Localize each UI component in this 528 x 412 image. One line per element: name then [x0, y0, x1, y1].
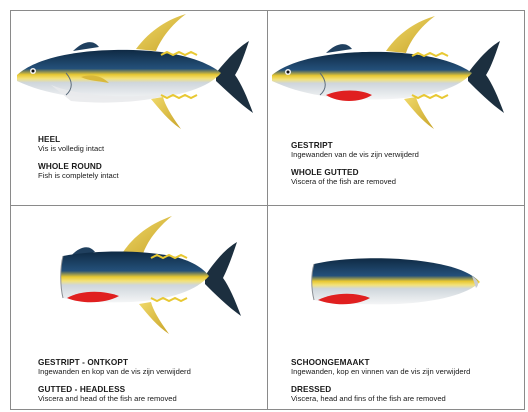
gutted-headless-tuna-illustration — [11, 206, 267, 336]
description-english: Viscera and head of the fish are removed — [38, 394, 267, 403]
title-english: GUTTED - HEADLESS — [38, 385, 267, 394]
fish-cut-grid: HEEL Vis is volledig intact WHOLE ROUND … — [10, 10, 525, 410]
title-english: WHOLE GUTTED — [291, 168, 523, 177]
panel-whole-gutted: GESTRIPT Ingewanden van de vis zijn verw… — [268, 11, 524, 205]
caption: GESTRIPT - ONTKOPT Ingewanden en kop van… — [38, 358, 267, 409]
title-english: WHOLE ROUND — [38, 162, 267, 171]
whole-tuna-illustration — [11, 11, 267, 136]
title-english: DRESSED — [291, 385, 523, 394]
description-dutch: Ingewanden en kop van de vis zijn verwij… — [38, 367, 267, 376]
title-dutch: GESTRIPT - ONTKOPT — [38, 358, 267, 367]
title-dutch: HEEL — [38, 135, 267, 144]
panel-whole-round: HEEL Vis is volledig intact WHOLE ROUND … — [11, 11, 267, 205]
description-dutch: Ingewanden van de vis zijn verwijderd — [291, 150, 523, 159]
dressed-tuna-loin-illustration — [268, 206, 524, 336]
description-english: Fish is completely intact — [38, 171, 267, 180]
description-english: Viscera, head and fins of the fish are r… — [291, 394, 523, 403]
title-dutch: SCHOONGEMAAKT — [291, 358, 523, 367]
gutted-tuna-illustration — [268, 11, 524, 136]
description-english: Viscera of the fish are removed — [291, 177, 523, 186]
description-dutch: Vis is volledig intact — [38, 144, 267, 153]
title-dutch: GESTRIPT — [291, 141, 523, 150]
panel-gutted-headless: GESTRIPT - ONTKOPT Ingewanden en kop van… — [11, 206, 267, 409]
caption: GESTRIPT Ingewanden van de vis zijn verw… — [291, 141, 523, 195]
panel-dressed: SCHOONGEMAAKT Ingewanden, kop en vinnen … — [268, 206, 524, 409]
description-dutch: Ingewanden, kop en vinnen van de vis zij… — [291, 367, 523, 376]
caption: HEEL Vis is volledig intact WHOLE ROUND … — [38, 135, 267, 189]
caption: SCHOONGEMAAKT Ingewanden, kop en vinnen … — [291, 358, 523, 409]
